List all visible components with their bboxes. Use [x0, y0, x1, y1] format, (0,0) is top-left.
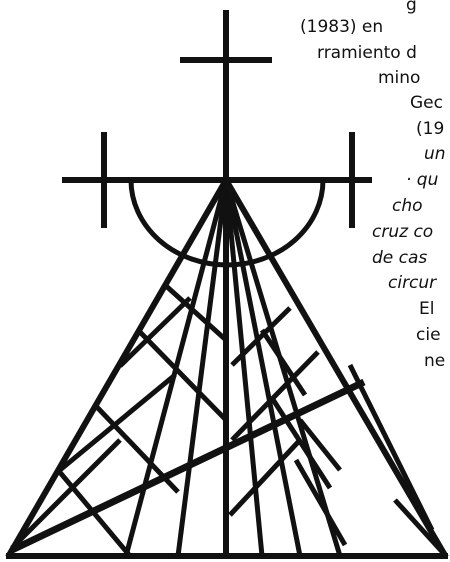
text-fragment: Gec	[410, 92, 443, 114]
text-fragment: cruz co	[372, 221, 433, 243]
text-fragment: g	[406, 0, 417, 16]
text-fragment: cho	[392, 195, 423, 217]
lattice-line	[60, 375, 175, 470]
lattice-line	[350, 365, 432, 530]
text-fragment: cie	[416, 324, 441, 346]
text-fragment: (19	[416, 118, 444, 140]
text-fragment: mino	[378, 67, 420, 89]
fan-ray	[178, 180, 226, 556]
text-fragment: (1983) en	[300, 16, 383, 38]
text-fragment: circur	[388, 272, 436, 294]
text-fragment: · qu	[406, 169, 438, 191]
text-fragment: un	[424, 143, 446, 165]
text-fragment: rramiento d	[317, 42, 417, 64]
text-fragment: El	[419, 298, 434, 320]
text-fragment: de cas	[372, 247, 427, 269]
text-fragment: ne	[424, 350, 445, 372]
